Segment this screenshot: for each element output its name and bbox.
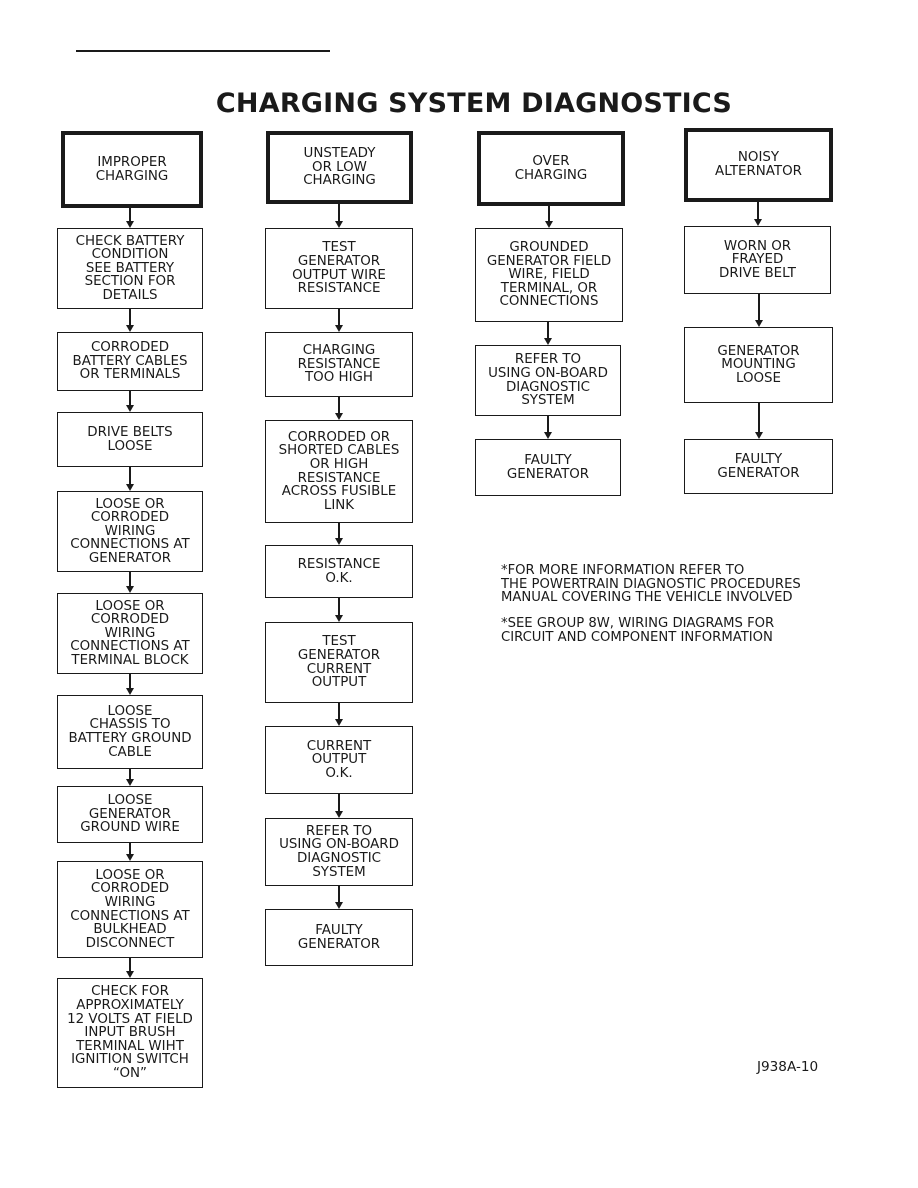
column-1-step: LOOSE OR CORRODED WIRING CONNECTIONS AT … [57,593,203,674]
column-1-step: LOOSE CHASSIS TO BATTERY GROUND CABLE [57,695,203,769]
column-3-step: REFER TO USING ON-BOARD DIAGNOSTIC SYSTE… [475,345,621,416]
column-2-step: RESISTANCE O.K. [265,545,413,598]
header-rule [76,50,330,52]
column-1-step: DRIVE BELTS LOOSE [57,412,203,467]
column-1-step: LOOSE OR CORRODED WIRING CONNECTIONS AT … [57,491,203,572]
column-4-header: NOISY ALTERNATOR [684,128,833,202]
column-2-step: FAULTY GENERATOR [265,909,413,966]
column-3-step: GROUNDED GENERATOR FIELD WIRE, FIELD TER… [475,228,623,322]
column-2-step: TEST GENERATOR CURRENT OUTPUT [265,622,413,703]
figure-id: J938A-10 [757,1059,819,1075]
column-4-step: GENERATOR MOUNTING LOOSE [684,327,833,403]
column-4-step: FAULTY GENERATOR [684,439,833,494]
column-1-step: CORRODED BATTERY CABLES OR TERMINALS [57,332,203,391]
column-1-step: LOOSE GENERATOR GROUND WIRE [57,786,203,843]
column-2-step: TEST GENERATOR OUTPUT WIRE RESISTANCE [265,228,413,309]
column-3-step: FAULTY GENERATOR [475,439,621,496]
column-2-header: UNSTEADY OR LOW CHARGING [266,131,413,204]
column-2-step: REFER TO USING ON-BOARD DIAGNOSTIC SYSTE… [265,818,413,886]
note-wiring-diagrams: *SEE GROUP 8W, WIRING DIAGRAMS FOR CIRCU… [501,616,775,645]
page-title: CHARGING SYSTEM DIAGNOSTICS [215,88,733,119]
column-1-step: LOOSE OR CORRODED WIRING CONNECTIONS AT … [57,861,203,958]
column-3-header: OVER CHARGING [477,131,625,206]
column-2-step: CURRENT OUTPUT O.K. [265,726,413,794]
column-4-step: WORN OR FRAYED DRIVE BELT [684,226,831,294]
column-2-step: CORRODED OR SHORTED CABLES OR HIGH RESIS… [265,420,413,523]
column-1-step: CHECK FOR APPROXIMATELY 12 VOLTS AT FIEL… [57,978,203,1088]
column-2-step: CHARGING RESISTANCE TOO HIGH [265,332,413,397]
note-powertrain: *FOR MORE INFORMATION REFER TO THE POWER… [501,563,801,606]
column-1-step: CHECK BATTERY CONDITION SEE BATTERY SECT… [57,228,203,309]
column-1-header: IMPROPER CHARGING [61,131,203,208]
